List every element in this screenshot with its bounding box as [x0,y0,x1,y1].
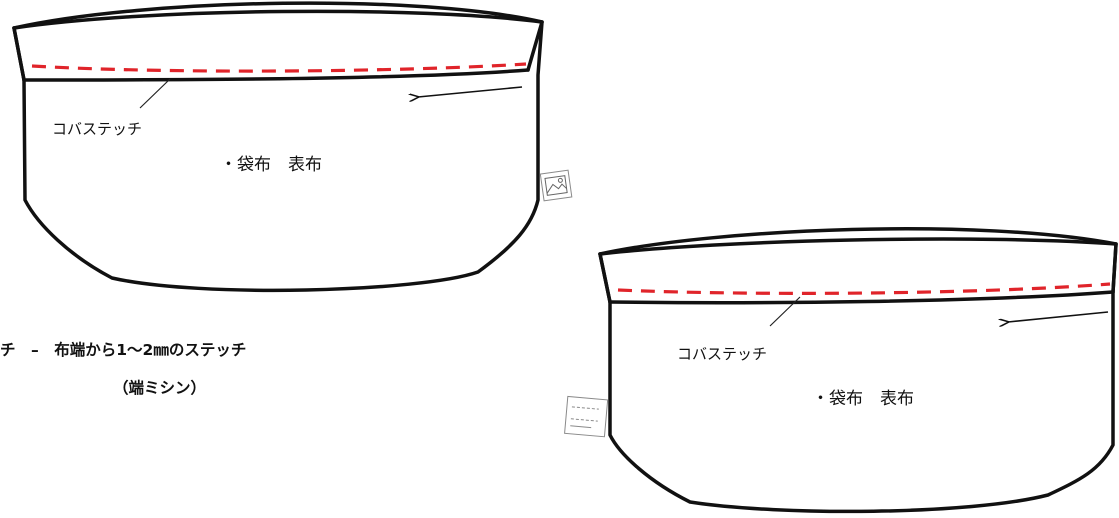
definition-line-2: （端ミシン） [113,378,206,397]
left-pocket-opening-back [12,9,544,30]
right-direction-arrow [1008,311,1109,322]
right-pocket-outline [598,227,1118,514]
left-pocket: コバステッチ ・袋布 表布 [12,1,573,293]
left-pocket-side-fold-r [526,20,544,72]
right-pocket: コバステッチ ・袋布 表布 [564,227,1118,514]
right-leader-line [769,296,801,327]
left-part-label: ・袋布 表布 [220,155,322,175]
definition-line-1: チ – 布端から1～2㎜のステッチ [0,340,246,359]
left-leader-line [139,78,171,109]
right-pocket-side-fold-r [1111,242,1118,294]
right-pocket-side-fold-l [598,252,612,304]
right-part-label: ・袋布 表布 [812,389,914,409]
left-pocket-outline [12,1,544,293]
label-tag-icon [564,395,609,438]
right-pocket-opening-back [598,237,1118,256]
left-stitch-label: コバステッチ [52,120,142,138]
image-placeholder-icon [539,169,573,202]
left-direction-arrow [418,86,523,97]
right-pocket-hem-fold [608,290,1115,305]
left-pocket-side-fold-l [12,26,26,82]
left-pocket-hem-fold [22,68,530,82]
right-stitch-label: コバステッチ [677,345,767,363]
